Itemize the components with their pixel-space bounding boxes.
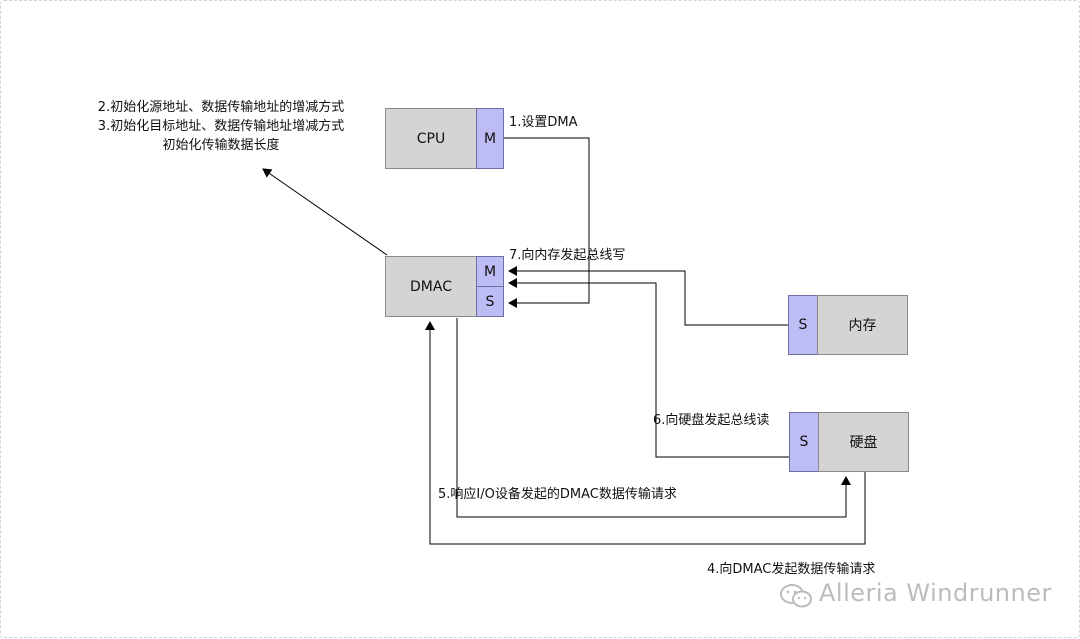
wechat-icon <box>780 584 812 608</box>
note-line: 初始化传输数据长度 <box>162 138 280 153</box>
step-1-label: 1.设置DMA <box>509 115 578 130</box>
dmac-slave-port: S <box>476 286 504 317</box>
step-7-label: 7.向内存发起总线写 <box>509 248 626 263</box>
edge-memory-to-dmac-m <box>508 266 789 326</box>
edge-dmac-to-notes <box>262 168 388 256</box>
cpu-label: CPU <box>416 130 446 147</box>
init-notes: 2.初始化源地址、数据传输地址的增减方式 3.初始化目标地址、数据传输地址增减方… <box>61 98 381 155</box>
note-line: 2.初始化源地址、数据传输地址的增减方式 <box>97 100 345 115</box>
dmac-box: DMAC <box>385 256 477 317</box>
edge-cpu-to-dmac-s <box>504 137 590 308</box>
step-5-label: 5.响应I/O设备发起的DMAC数据传输请求 <box>438 487 677 502</box>
step-4-label: 4.向DMAC发起数据传输请求 <box>707 562 876 577</box>
memory-slave-port: S <box>788 295 818 355</box>
disk-slave-port: S <box>789 412 819 472</box>
step-6-label: 6.向硬盘发起总线读 <box>653 413 770 428</box>
dmac-master-port: M <box>476 256 504 287</box>
edge-dmac-to-disk <box>456 318 851 518</box>
watermark-text: Alleria Windrunner <box>819 579 1052 607</box>
memory-label: 内存 <box>848 318 877 334</box>
memory-box: 内存 <box>817 295 908 355</box>
edge-disk-to-dmac <box>508 278 790 458</box>
cpu-master-port: M <box>476 108 504 169</box>
dmac-label: DMAC <box>410 278 452 295</box>
note-line: 3.初始化目标地址、数据传输地址增减方式 <box>97 119 345 134</box>
edge-disk-to-dmac-request <box>425 321 866 545</box>
disk-box: 硬盘 <box>818 412 909 472</box>
cpu-box: CPU <box>385 108 477 169</box>
disk-label: 硬盘 <box>849 435 878 451</box>
